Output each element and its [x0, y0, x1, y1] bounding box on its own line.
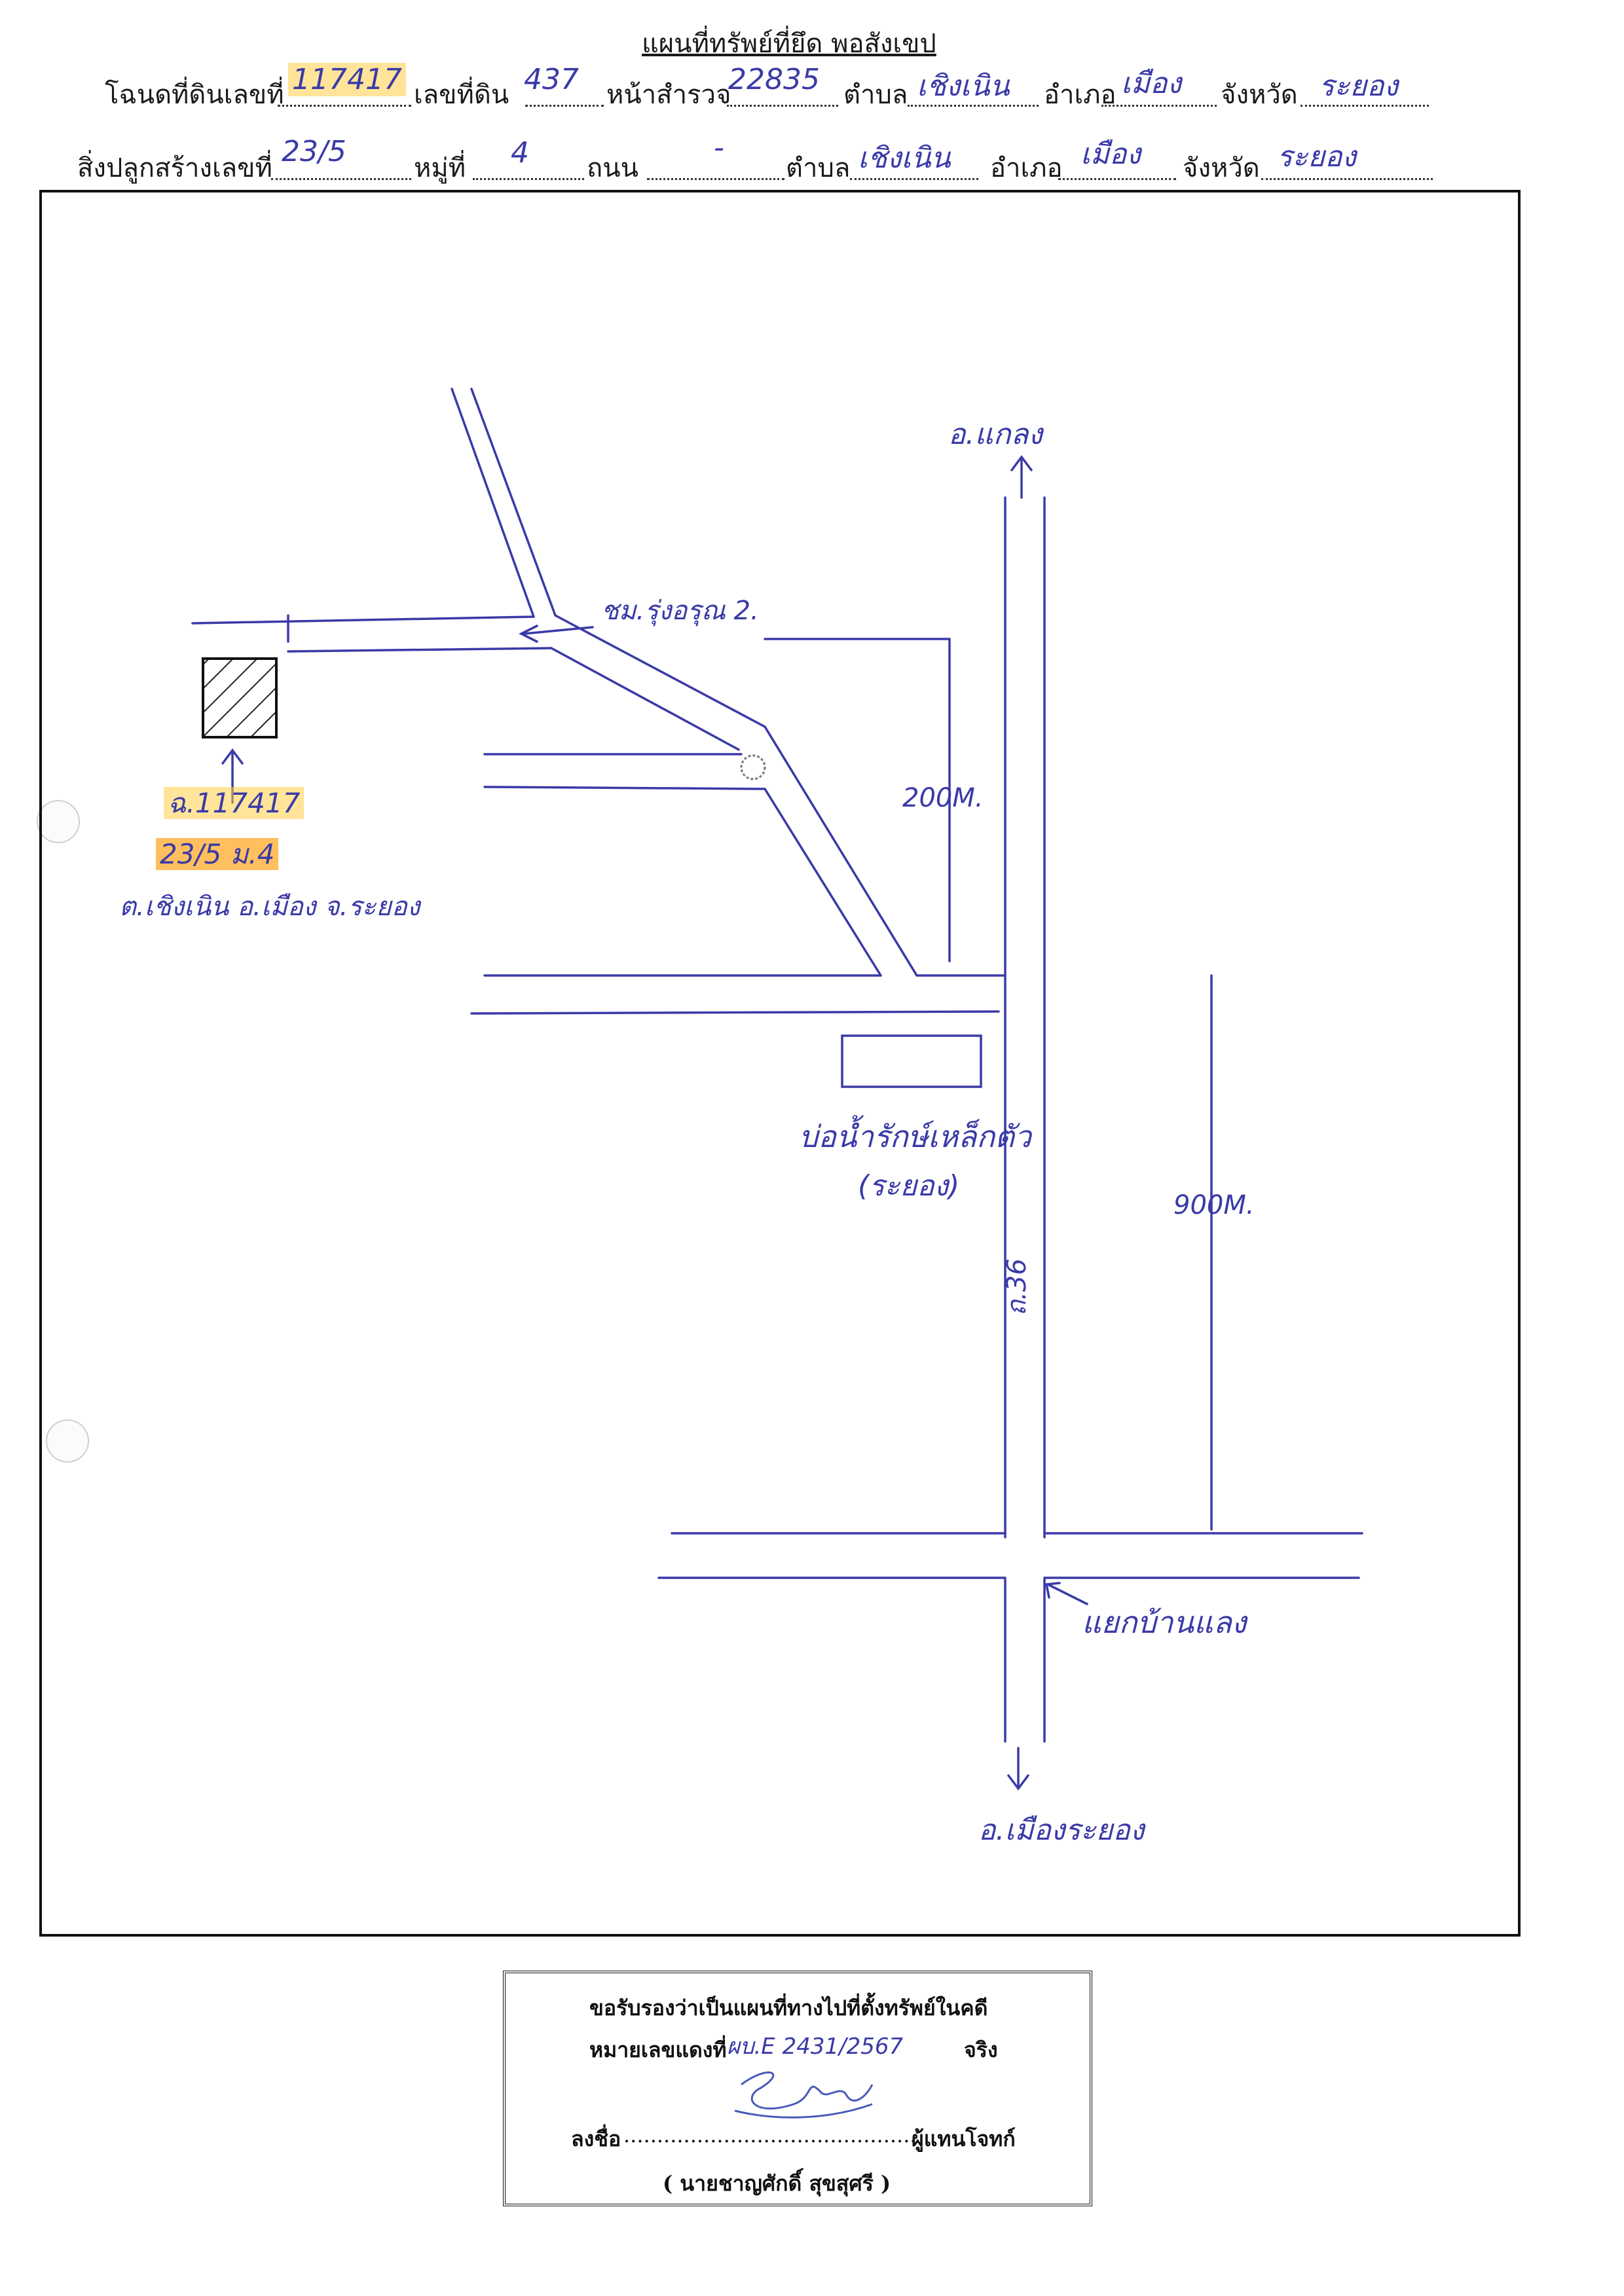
cross-road-bottom: [470, 1010, 1000, 1015]
label-village: ชม.รุ่งอรุณ 2.: [601, 596, 759, 626]
cert-case-label: หมายเลขแดงที่: [589, 2037, 727, 2062]
land-number: 437: [524, 63, 579, 96]
province-value-2: ระยอง: [1277, 140, 1356, 173]
province-label-2: จังหวัด: [1183, 153, 1260, 183]
label-junction: แยกบ้านแลง: [1082, 1605, 1247, 1640]
diagonal-road-top-left: [451, 388, 535, 618]
subdistrict-value-1: เชิงเนิน: [917, 69, 1010, 103]
diagonal-road-top-right: [470, 388, 557, 617]
district-value-1: เมือง: [1121, 67, 1181, 100]
deed-label: โฉนดที่ดินเลขที่: [105, 80, 284, 110]
label-pond-province: (ระยอง): [858, 1169, 960, 1203]
survey-label: หน้าสำรวจ: [606, 80, 731, 110]
diagonal-road-low-a: [764, 725, 918, 977]
diagonal-road-mid-a: [554, 614, 766, 728]
cert-case-number: ผบ.E 2431/2567: [727, 2033, 904, 2060]
cert-role: ผู้แทนโจทก์: [912, 2126, 1016, 2151]
parcel-house-label: 23/5 ม.4: [156, 833, 279, 876]
subdistrict-label-1: ตำบล: [843, 80, 908, 110]
cert-sign-dots: ........................................…: [623, 2123, 917, 2147]
cert-statement: ขอรับรองว่าเป็นแผนที่ทางไปที่ตั้งทรัพย์ใ…: [589, 1995, 988, 2020]
cert-sign-label: ลงชื่อ: [571, 2126, 621, 2151]
diagonal-road-low-b: [764, 788, 882, 977]
land-no-label: เลขที่ดิน: [414, 80, 509, 110]
binder-hole-top: [37, 800, 80, 843]
binder-hole-bottom: [46, 1419, 89, 1463]
subdistrict-label-2: ตำบล: [786, 153, 851, 183]
label-to-klaeng: อ.แกลง: [948, 418, 1043, 451]
side-road-bottom: [483, 786, 766, 790]
label-distance-200: 200M.: [902, 783, 984, 813]
subdistrict-value-2: เชิงเนิน: [858, 141, 951, 175]
scribble-mark: [740, 754, 766, 780]
parcel-deed-label: ฉ.117417: [164, 782, 304, 825]
moo-value: 4: [511, 136, 529, 170]
label-highway-36: ถ.36: [1002, 1258, 1032, 1316]
signature: [734, 2071, 874, 2119]
survey-number: 22835: [728, 63, 820, 96]
land-parcel-box: [202, 657, 278, 738]
building-label: สิ่งปลูกสร้างเลขที่: [77, 153, 272, 183]
moo-label: หมู่ที่: [414, 153, 466, 183]
pond-rectangle: [841, 1034, 982, 1088]
parcel-address-label: ต.เชิงเนิน อ.เมือง จ.ระยอง: [119, 892, 420, 922]
province-label-1: จังหวัด: [1221, 80, 1298, 110]
district-value-2: เมือง: [1080, 137, 1141, 171]
road-value: -: [714, 131, 724, 164]
diagonal-road-mid-b: [550, 647, 740, 751]
cert-name: ( นายชาญศักดิ์ สุขสุศรี ): [663, 2171, 891, 2196]
cert-true-label: จริง: [964, 2037, 998, 2062]
road-label: ถนน: [587, 153, 638, 183]
district-label-2: อำเภอ: [990, 153, 1063, 183]
map-frame: [39, 190, 1521, 1937]
page-title: แผนที่ทรัพย์ที่ยึด พอสังเขป: [642, 29, 936, 59]
label-to-mueang: อ.เมืองระยอง: [978, 1813, 1145, 1847]
label-distance-900: 900M.: [1173, 1190, 1255, 1220]
certification-box: ขอรับรองว่าเป็นแผนที่ทางไปที่ตั้งทรัพย์ใ…: [503, 1971, 1092, 2206]
road-to-parcel-top: [191, 615, 535, 625]
deed-number: 117417: [288, 63, 406, 96]
road-to-parcel-bottom: [287, 647, 553, 653]
building-number: 23/5: [282, 135, 346, 168]
label-pond: บ่อน้ำรักษ์เหล็กตัว: [799, 1119, 1031, 1154]
province-value-1: ระยอง: [1319, 69, 1398, 103]
